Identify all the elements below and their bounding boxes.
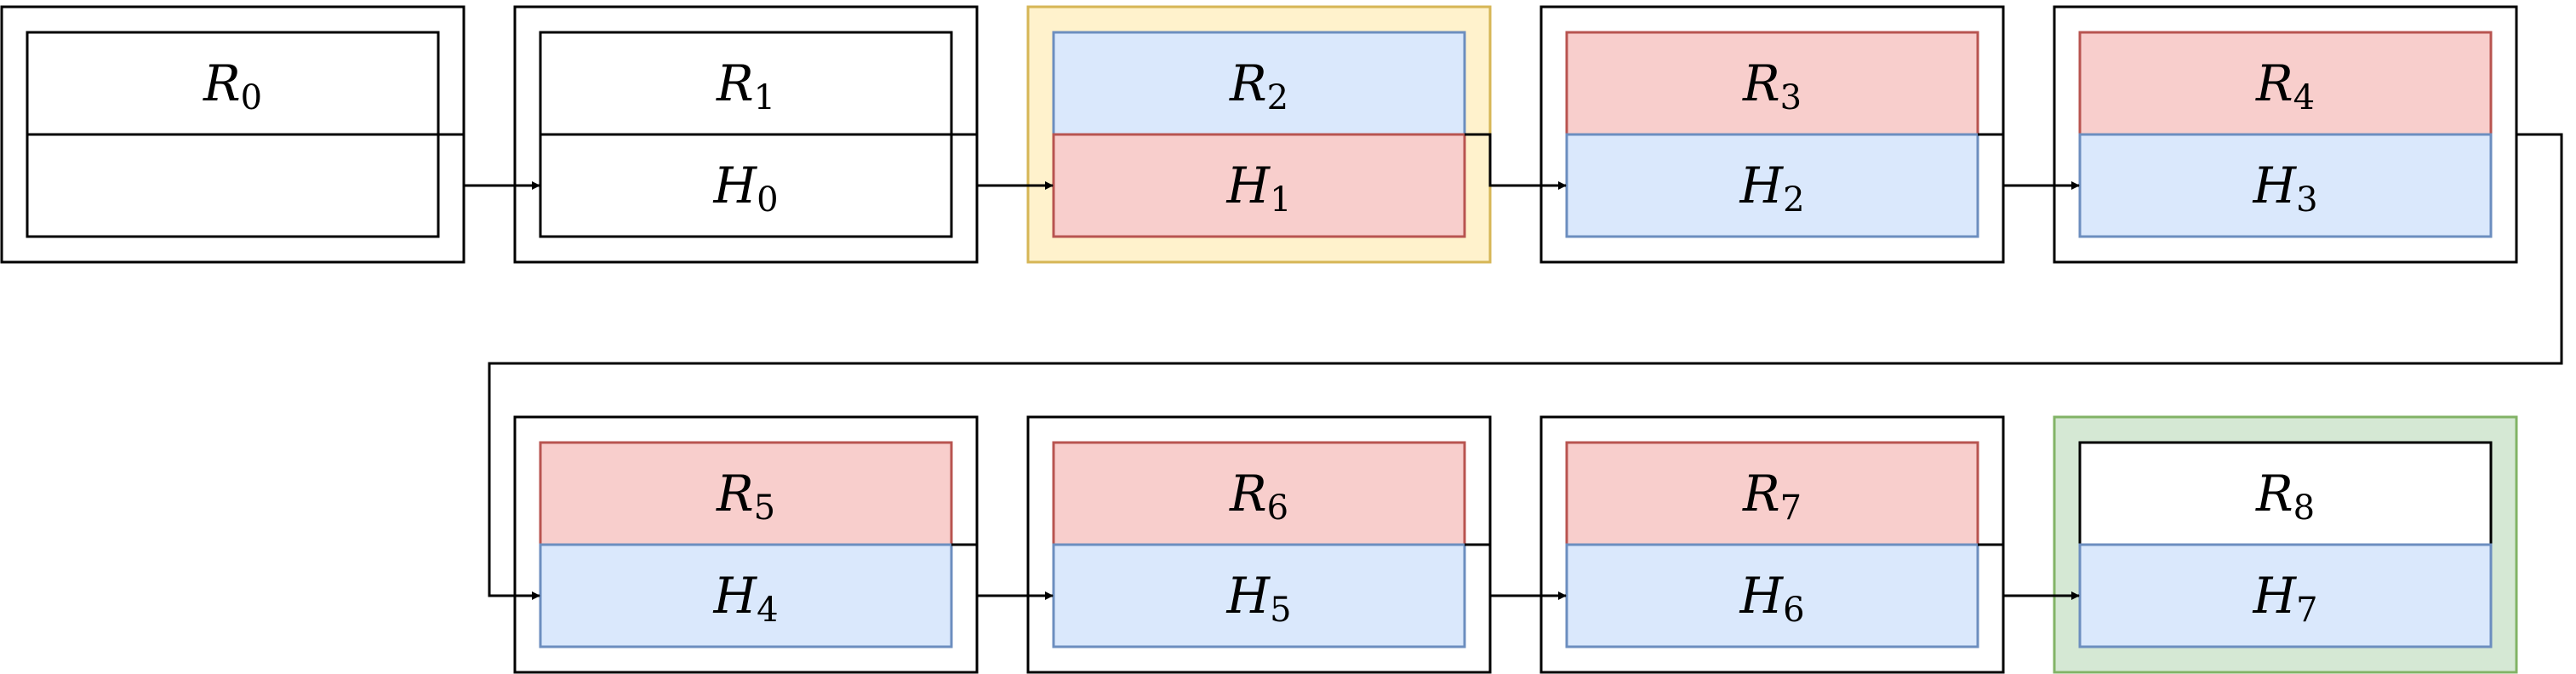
block-5-top-subscript: 5 (754, 488, 775, 528)
block-4-top-variable: R (2255, 54, 2293, 112)
block-3-bottom-subscript: 2 (1783, 180, 1804, 220)
block-0-bottom-cell (26, 133, 440, 238)
block-5-bottom-label: H4 (712, 567, 778, 630)
block-0: R0 (0, 5, 466, 264)
block-0-top-cell (26, 31, 440, 136)
block-8-top-label: R8 (2255, 465, 2315, 528)
block-8-bottom-subscript: 7 (2296, 591, 2317, 630)
block-1-top-subscript: 1 (754, 78, 775, 117)
block-1-bottom-variable: H (712, 157, 757, 214)
arrow-3-to-4 (1978, 133, 2080, 190)
arrow-4-to-5 (488, 133, 2563, 600)
block-2-bottom-subscript: 1 (1270, 180, 1291, 220)
block-8-top-cell (2078, 441, 2493, 546)
block-7-bottom-label: H6 (1739, 567, 1804, 630)
block-0-top-variable: R (203, 54, 241, 112)
block-5-bottom-cell (539, 543, 953, 648)
block-1-top-variable: R (716, 54, 754, 112)
block-4-top-cell (2078, 31, 2493, 136)
block-7-bottom-variable: H (1739, 567, 1784, 625)
block-6-top-label: R6 (1229, 465, 1288, 528)
block-7-top-variable: R (1742, 465, 1780, 523)
block-7-top-cell (1565, 441, 1979, 546)
block-6-top-cell (1052, 441, 1466, 546)
block-3-top-label: R3 (1742, 54, 1802, 117)
block-1-bottom-subscript: 0 (757, 180, 778, 220)
block-1-bottom-cell (539, 133, 953, 238)
arrow-6-to-7 (1465, 543, 1567, 600)
block-1-top-label: R1 (716, 54, 775, 117)
block-0-top-subscript: 0 (241, 78, 262, 117)
block-4-bottom-cell (2078, 133, 2493, 238)
block-2-top-label: R2 (1229, 54, 1288, 117)
block-7-top-subscript: 7 (1780, 488, 1802, 528)
arrow-1-to-2 (951, 133, 1054, 190)
block-8-bottom-label: H7 (2252, 567, 2317, 630)
block-2-top-subscript: 2 (1267, 78, 1288, 117)
block-4-bottom-subscript: 3 (2296, 180, 2317, 220)
block-7-top-label: R7 (1742, 465, 1802, 528)
block-8-bottom-variable: H (2252, 567, 2297, 625)
block-2-top-variable: R (1229, 54, 1267, 112)
block-3-bottom-label: H2 (1739, 157, 1804, 220)
block-3-bottom-cell (1565, 133, 1979, 238)
block-6-top-subscript: 6 (1267, 488, 1288, 528)
block-4-top-subscript: 4 (2293, 78, 2315, 117)
block-3-top-cell (1565, 31, 1979, 136)
arrow-0-to-1 (438, 133, 540, 190)
block-2-bottom-cell (1052, 133, 1466, 238)
block-8-top-subscript: 8 (2293, 488, 2315, 528)
block-3-top-variable: R (1742, 54, 1780, 112)
block-7-bottom-cell (1565, 543, 1979, 648)
block-0-top-label: R0 (203, 54, 262, 117)
block-1-bottom-label: H0 (712, 157, 778, 220)
block-8-bottom-cell (2078, 543, 2493, 648)
block-6-bottom-variable: H (1225, 567, 1271, 625)
block-5-top-label: R5 (716, 465, 775, 528)
block-4-bottom-label: H3 (2252, 157, 2317, 220)
block-5-bottom-subscript: 4 (757, 591, 778, 630)
block-7-bottom-subscript: 6 (1783, 591, 1804, 630)
arrow-7-to-8 (1978, 543, 2080, 600)
block-5-top-variable: R (716, 465, 754, 523)
block-6-bottom-subscript: 5 (1270, 591, 1291, 630)
block-8-top-variable: R (2255, 465, 2293, 523)
block-4-top-label: R4 (2255, 54, 2315, 117)
block-3-bottom-variable: H (1739, 157, 1784, 214)
block-6-bottom-label: H5 (1225, 567, 1291, 630)
block-5-bottom-variable: H (712, 567, 757, 625)
block-2-bottom-variable: H (1225, 157, 1271, 214)
block-1-top-cell (539, 31, 953, 136)
arrow-2-to-3 (1465, 133, 1567, 190)
block-6-bottom-cell (1052, 543, 1466, 648)
block-4-bottom-variable: H (2252, 157, 2297, 214)
block-2-bottom-label: H1 (1225, 157, 1291, 220)
block-2-top-cell (1052, 31, 1466, 136)
block-3-top-subscript: 3 (1780, 78, 1802, 117)
block-6-top-variable: R (1229, 465, 1267, 523)
arrow-5-to-6 (951, 543, 1054, 600)
